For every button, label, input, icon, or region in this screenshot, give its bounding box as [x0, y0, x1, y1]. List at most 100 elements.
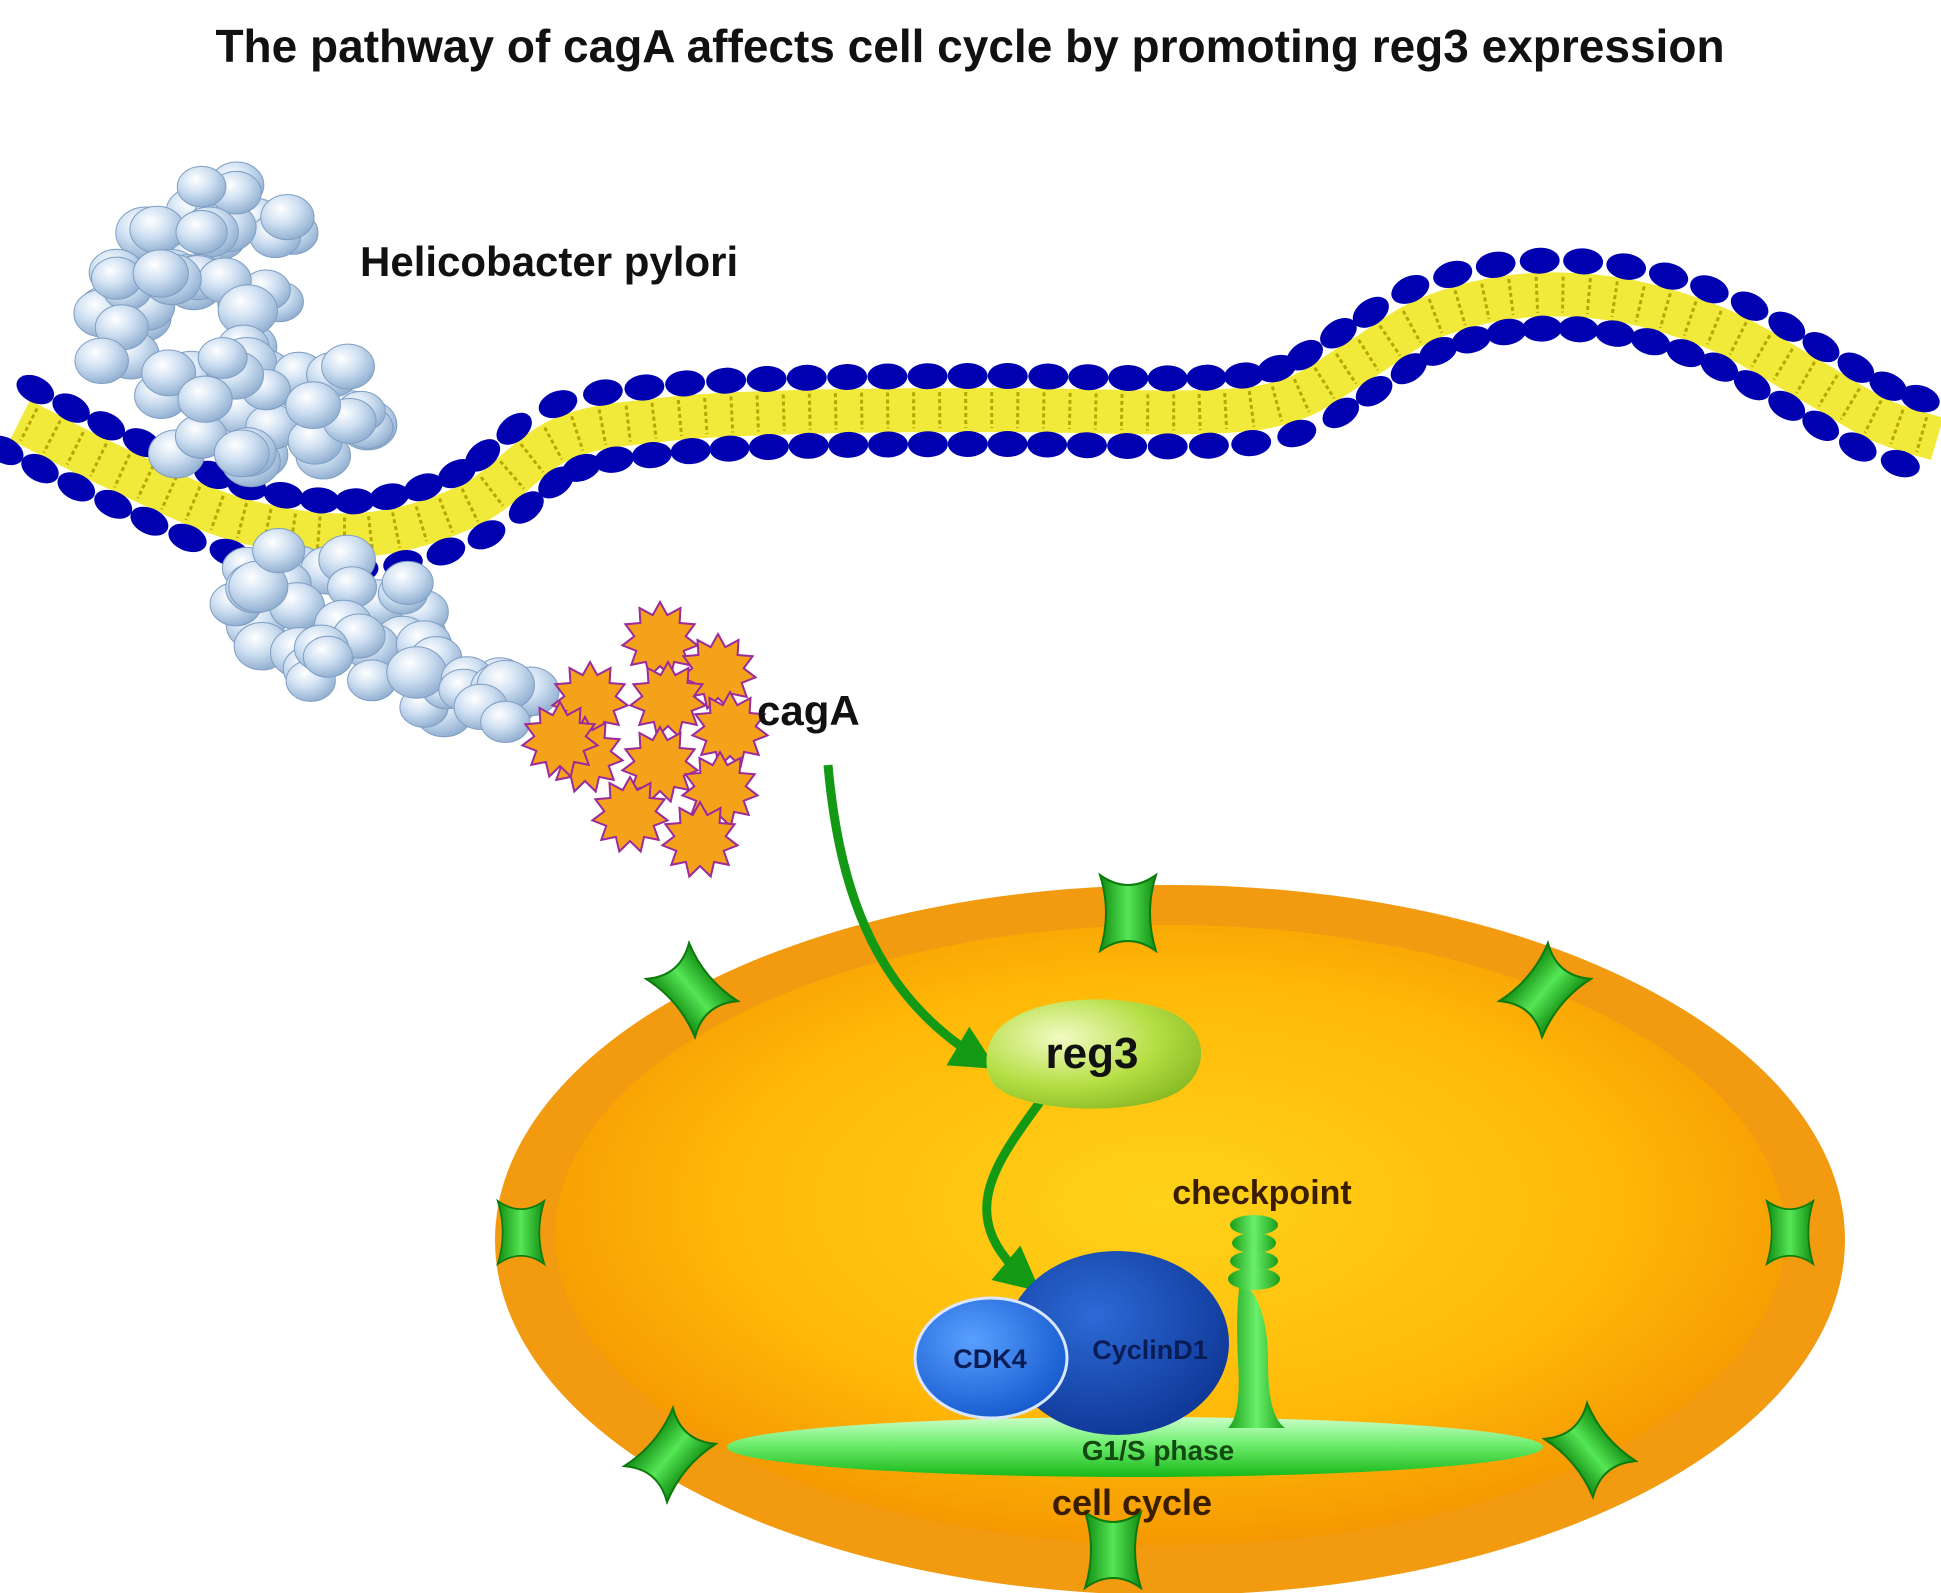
- lipid-head: [369, 483, 410, 511]
- lipid-head: [1188, 432, 1229, 459]
- lipid-tail: [499, 460, 526, 490]
- label-cdk4: CDK4: [953, 1344, 1027, 1374]
- lipid-tail: [1093, 393, 1098, 430]
- lipid-head: [52, 393, 90, 423]
- lipid-tail: [1728, 321, 1748, 356]
- lipid-tail: [1750, 334, 1772, 368]
- lipid-head: [1147, 365, 1188, 392]
- lipid-tail: [1041, 392, 1046, 429]
- lipid-head: [594, 446, 634, 473]
- lipid-head: [1768, 390, 1806, 421]
- lipid-tail: [1817, 374, 1839, 407]
- lipid-tail: [184, 486, 202, 521]
- lipid-head: [1391, 274, 1430, 304]
- caga-molecule: [590, 774, 670, 854]
- lipid-head: [706, 367, 747, 394]
- lipid-tail: [1357, 338, 1380, 371]
- lipid-head: [746, 365, 787, 393]
- lipid-head: [1067, 432, 1107, 459]
- lipid-tail: [438, 497, 454, 533]
- label-cell-cycle: cell cycle: [1052, 1482, 1212, 1523]
- lipid-head: [1231, 430, 1272, 457]
- lipid-head: [1322, 397, 1360, 429]
- lipid-head: [907, 431, 948, 458]
- lipid-head: [987, 430, 1028, 458]
- lipid-head: [1390, 353, 1427, 385]
- caga-molecule: [660, 799, 740, 879]
- lipid-tail: [1610, 281, 1619, 318]
- helicobacter-pylori-cluster: [73, 161, 560, 744]
- lipid-tail: [1772, 348, 1794, 381]
- lipid-head: [1563, 248, 1604, 275]
- lipid-tail: [235, 502, 249, 539]
- lipid-head: [57, 472, 96, 502]
- cdk4-cyclind1-complex: CyclinD1 CDK4: [913, 1251, 1229, 1435]
- lipid-tail: [1480, 283, 1491, 320]
- lipid-head: [827, 363, 868, 391]
- lipid-head: [1108, 364, 1149, 392]
- label-g1s-phase: G1/S phase: [1082, 1435, 1235, 1466]
- checkpoint-stalk: [1228, 1280, 1285, 1428]
- caga-molecule: [628, 659, 708, 739]
- lipid-tail: [1706, 310, 1723, 345]
- lipid-head: [670, 438, 711, 465]
- bacterium-cell: [381, 560, 434, 605]
- lipid-tail: [1534, 276, 1540, 313]
- lipid-tail: [543, 426, 564, 460]
- caga-molecule: [620, 599, 700, 679]
- lipid-head: [1433, 260, 1473, 289]
- lipid-head: [987, 362, 1028, 390]
- lipid-head: [496, 412, 532, 445]
- lipid-tail: [1507, 278, 1515, 316]
- lipid-head: [947, 362, 988, 390]
- lipid-head: [1028, 363, 1069, 390]
- lipid-head: [1277, 419, 1317, 448]
- lipid-head: [1869, 371, 1908, 401]
- bacterium-cell: [260, 194, 315, 241]
- lipid-head: [1486, 318, 1527, 346]
- checkpoint-ring-4: [1228, 1268, 1280, 1290]
- lipid-tail: [833, 393, 838, 430]
- lipid-tail: [597, 409, 608, 446]
- lipid-tail: [755, 395, 760, 432]
- reg3-shape: [986, 999, 1202, 1109]
- lipid-tail: [19, 407, 39, 442]
- bacterium-cell: [176, 165, 227, 208]
- lipid-tail: [391, 512, 402, 548]
- lipid-head: [1649, 262, 1689, 290]
- lipid-tail: [781, 394, 786, 431]
- lipid-head: [1802, 410, 1840, 441]
- arrow-reg3-to-cyclin: [982, 1099, 1044, 1292]
- lipid-head: [868, 431, 908, 458]
- lipid-head: [1733, 370, 1771, 401]
- lipid-head: [1768, 311, 1806, 342]
- lipid-tail: [89, 442, 108, 477]
- lipid-head: [538, 390, 578, 419]
- lipid-tail: [1067, 392, 1072, 429]
- label-helicobacter: Helicobacter pylori: [360, 238, 738, 285]
- lipid-head: [1186, 364, 1227, 391]
- lipid-tail: [1634, 286, 1646, 322]
- lipid-tail: [729, 396, 735, 433]
- lipid-head: [263, 481, 304, 509]
- target-cell: [495, 885, 1845, 1593]
- label-caga: cagA: [757, 687, 860, 734]
- lipid-tail: [1292, 378, 1311, 413]
- lipid-head: [1630, 328, 1671, 356]
- lipid-head: [583, 379, 623, 406]
- lipid-head: [404, 473, 443, 502]
- cyclind1-protein: [1005, 1251, 1229, 1435]
- lipid-head: [426, 537, 466, 566]
- lipid-head: [867, 363, 908, 390]
- bacterium-cell: [132, 249, 189, 298]
- lipid-tail: [570, 415, 585, 451]
- lipid-head: [334, 488, 375, 515]
- lipid-tail: [1585, 277, 1592, 315]
- lipid-head: [21, 453, 59, 484]
- lipid-head: [624, 374, 665, 401]
- lipid-head: [1068, 364, 1109, 391]
- lipid-head: [465, 439, 501, 472]
- lipid-head: [1606, 253, 1647, 280]
- lipid-head: [1595, 320, 1635, 347]
- caga-toxin-cluster: [520, 599, 770, 879]
